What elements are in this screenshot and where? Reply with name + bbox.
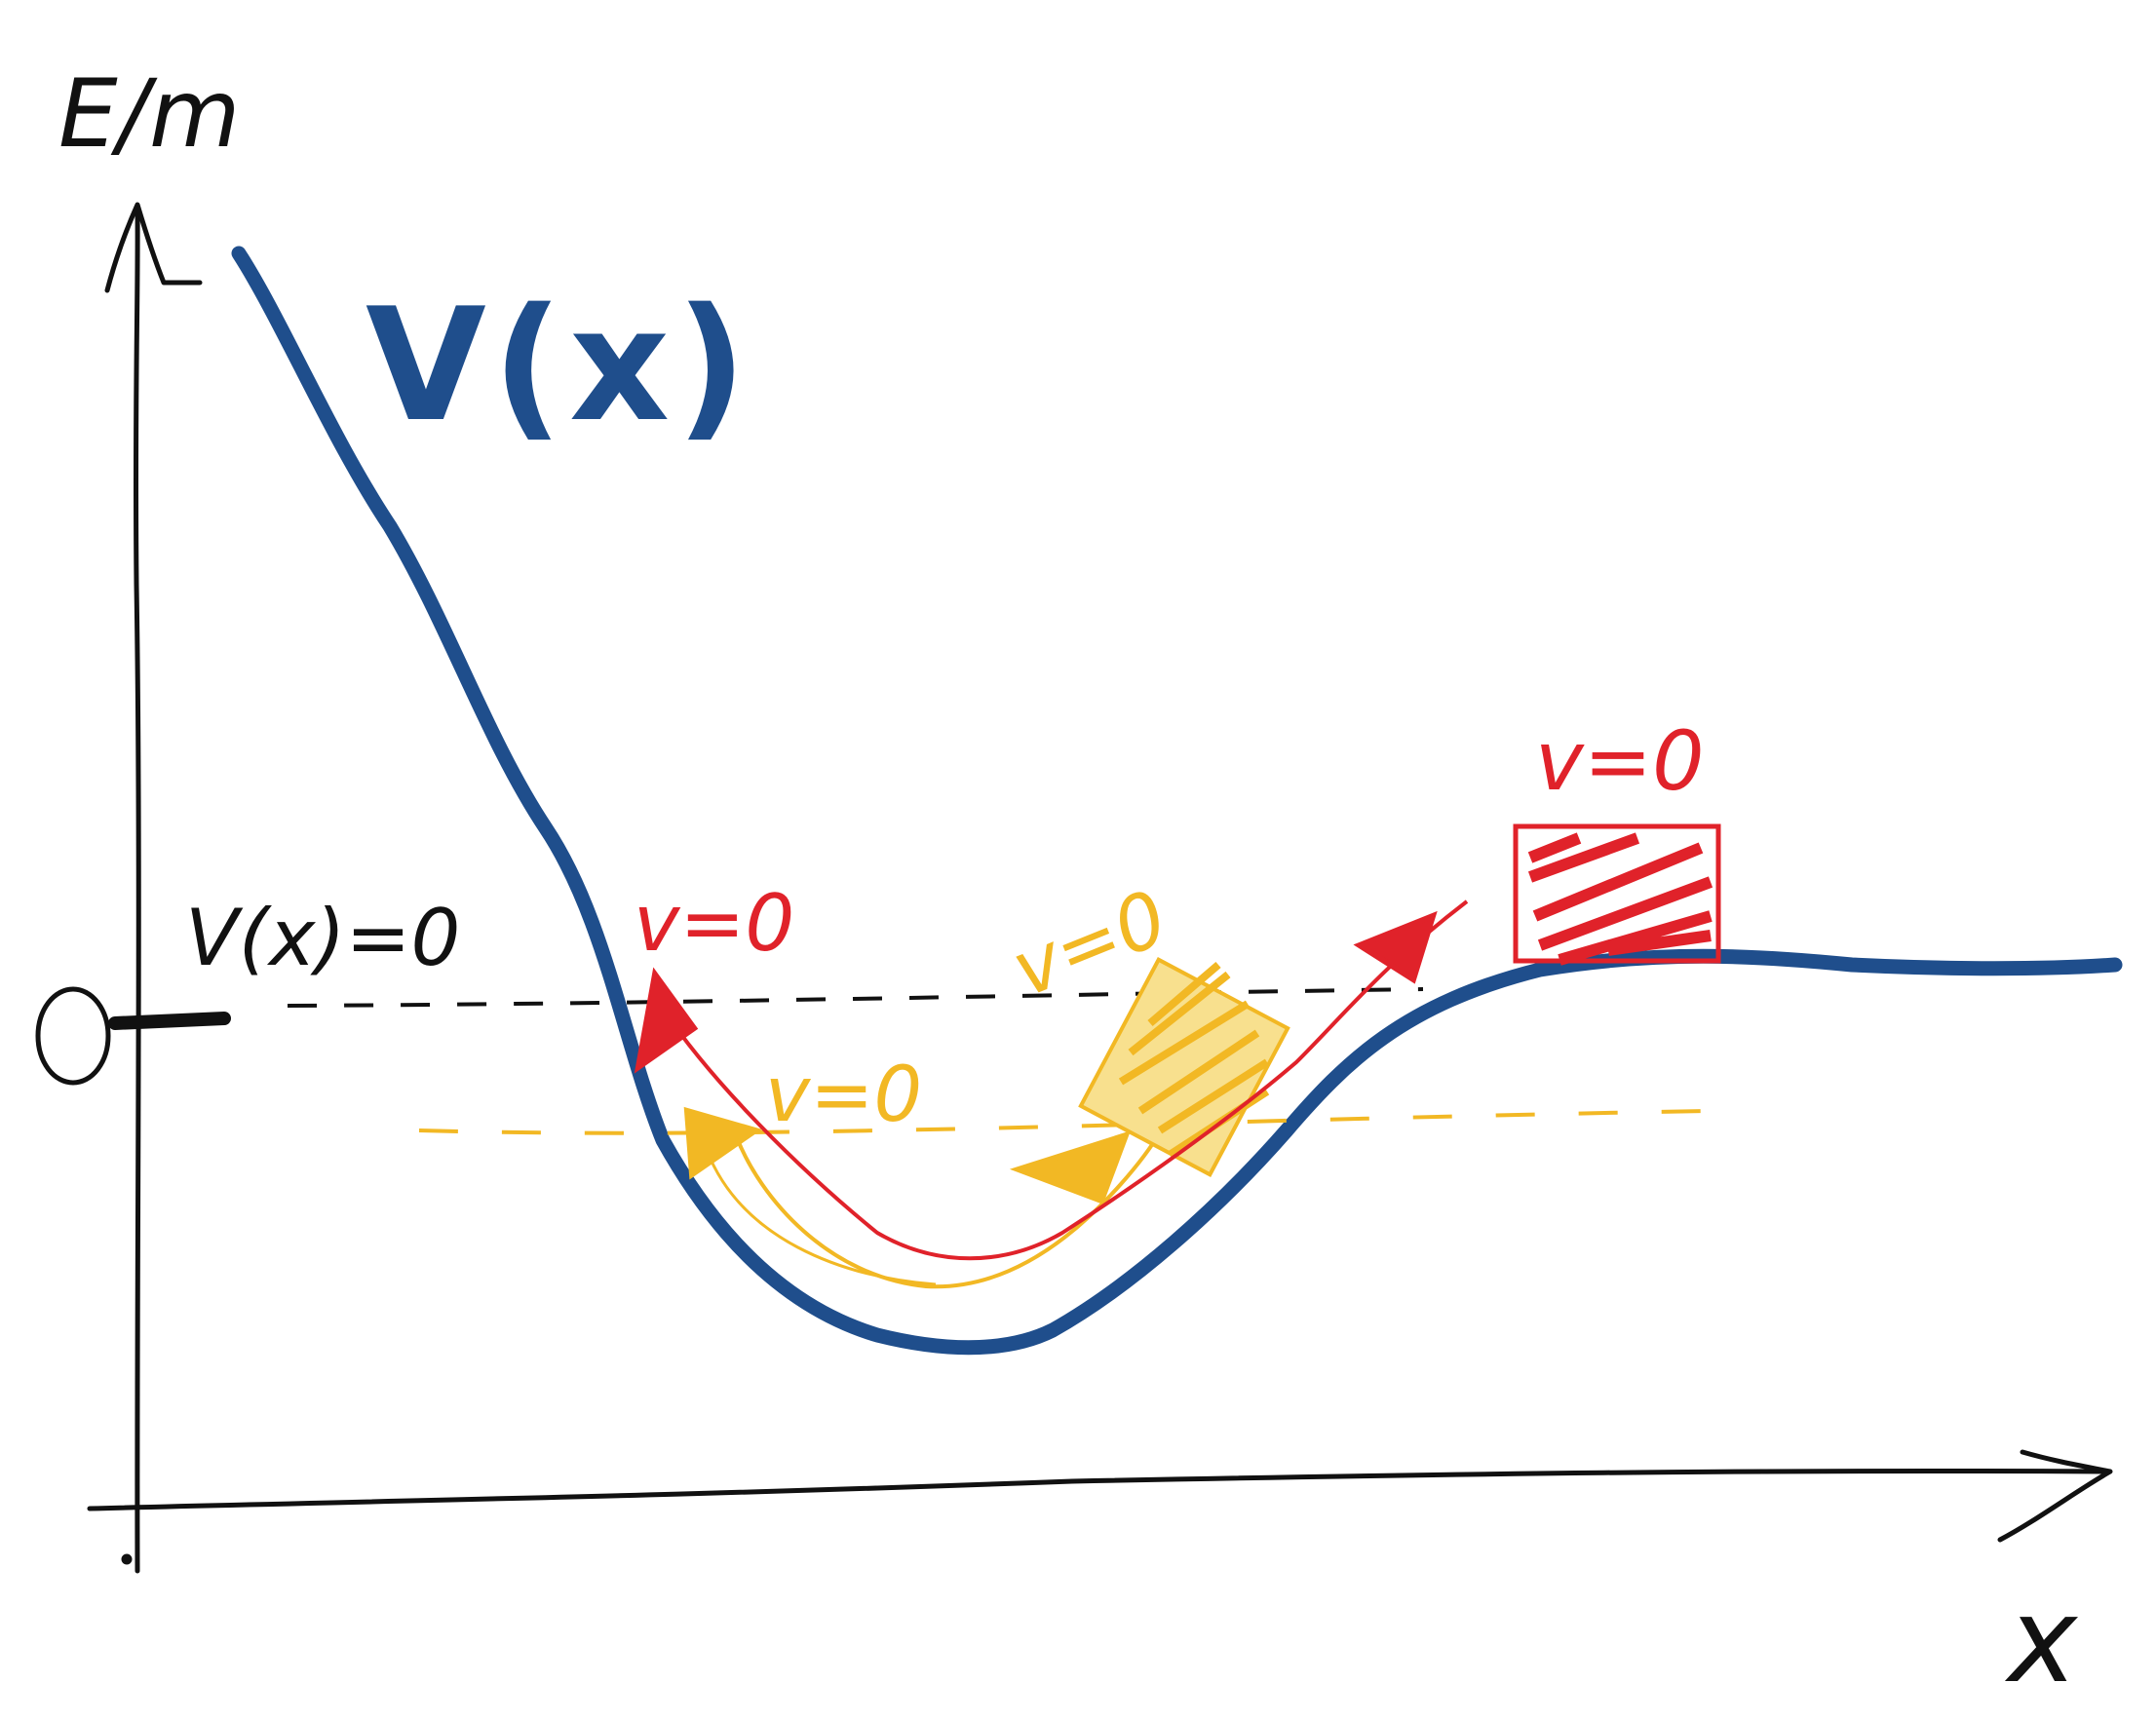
yellow-arrowhead-left xyxy=(683,1106,762,1180)
potential-label: V(x) xyxy=(366,274,752,456)
zero-tick-mark xyxy=(108,1012,231,1030)
y-axis xyxy=(133,204,141,1574)
y-axis-arrowhead xyxy=(104,202,203,293)
red-turning-label-left: v=0 xyxy=(634,878,794,969)
axes xyxy=(87,202,2113,1574)
red-turning-label-right: v=0 xyxy=(1535,713,1705,809)
x-axis xyxy=(87,1468,2108,1511)
zero-energy-dashed-line xyxy=(287,987,1424,1008)
yellow-trajectory xyxy=(734,1090,1181,1289)
y-axis-label: E/m xyxy=(58,59,241,169)
red-arrowhead-left xyxy=(634,967,699,1074)
yellow-turning-label-left: v=0 xyxy=(765,1052,922,1139)
yellow-energy-dashed-line xyxy=(418,1109,1707,1135)
red-block xyxy=(1513,823,1721,966)
origin-dot xyxy=(121,1553,133,1565)
potential-curve xyxy=(231,246,2123,1356)
red-arrowhead-right xyxy=(1353,910,1438,984)
red-trajectory xyxy=(661,899,1469,1261)
yellow-arrowhead-right xyxy=(1009,1130,1131,1205)
x-axis-label: x xyxy=(2004,1574,2079,1709)
yellow-trajectory-return xyxy=(705,1149,937,1286)
zero-tick-glyph xyxy=(35,986,111,1086)
zero-line-label: V(x)=0 xyxy=(185,893,460,983)
x-axis-arrowhead xyxy=(1997,1449,2113,1543)
